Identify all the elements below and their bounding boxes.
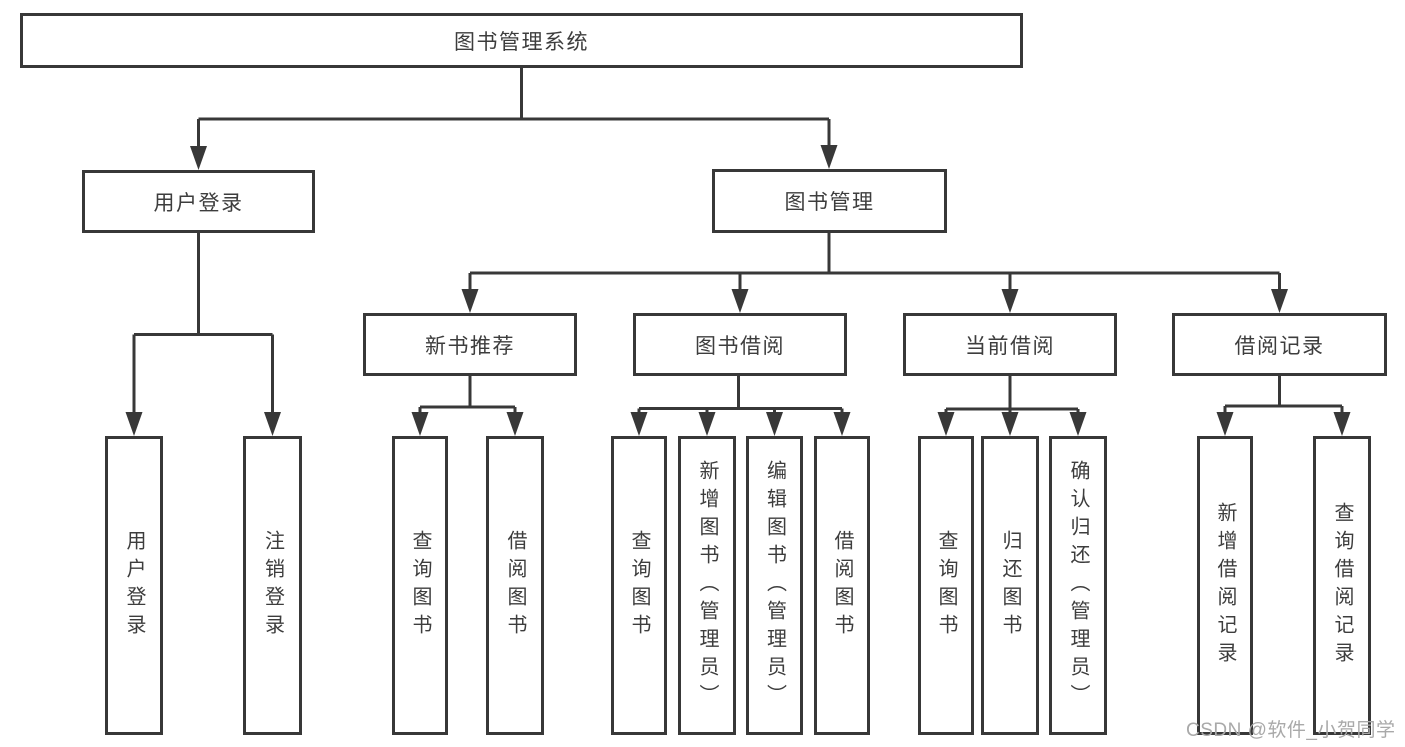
leaf-edit-books-admin: 编辑图书（管理员） xyxy=(746,436,803,735)
arrowhead-icon xyxy=(1271,289,1288,313)
node-label: 图书管理 xyxy=(784,191,875,214)
node-new-book-recommendation: 新书推荐 xyxy=(363,313,577,376)
leaf-label: 注销登录 xyxy=(261,529,284,642)
node-borrowing-records: 借阅记录 xyxy=(1172,313,1387,376)
arrowhead-icon xyxy=(264,412,281,436)
arrowhead-icon xyxy=(1001,412,1019,436)
leaf-borrow-books: 借阅图书 xyxy=(814,436,870,735)
connector-user-login xyxy=(132,233,274,418)
leaf-label: 查询图书 xyxy=(935,529,957,642)
leaf-add-books-admin: 新增图书（管理员） xyxy=(678,436,736,735)
connector-root xyxy=(197,68,831,152)
connector-book-borrowing xyxy=(637,376,844,418)
arrowhead-icon xyxy=(820,145,838,169)
arrowhead-icon xyxy=(506,412,524,436)
leaf-add-borrow-record: 新增借阅记录 xyxy=(1197,436,1253,735)
arrowhead-icon xyxy=(411,412,429,436)
arrowhead-icon xyxy=(937,412,955,436)
leaf-label: 查询图书 xyxy=(628,529,650,642)
leaf-return-books: 归还图书 xyxy=(981,436,1039,735)
leaf-label: 新增借阅记录 xyxy=(1214,501,1236,670)
leaf-query-borrow-record: 查询借阅记录 xyxy=(1313,436,1371,735)
node-label: 当前借阅 xyxy=(965,334,1055,358)
arrowhead-icon xyxy=(731,289,749,313)
leaf-label: 查询借阅记录 xyxy=(1331,501,1353,670)
leaf-query-books-recommend: 查询图书 xyxy=(392,436,448,735)
leaf-label: 确认归还（管理员） xyxy=(1067,459,1089,712)
node-label: 图书管理系统 xyxy=(454,30,589,54)
leaf-borrow-books-recommend: 借阅图书 xyxy=(486,436,544,735)
leaf-logout: 注销登录 xyxy=(243,436,302,735)
node-book-management: 图书管理 xyxy=(712,169,947,233)
arrowhead-icon xyxy=(698,412,716,436)
arrowhead-icon xyxy=(1216,412,1234,436)
connector-borrowing-records xyxy=(1223,376,1344,418)
node-label: 借阅记录 xyxy=(1234,334,1325,358)
leaf-label: 借阅图书 xyxy=(504,529,526,642)
leaf-user-login: 用户登录 xyxy=(105,436,163,735)
arrowhead-icon xyxy=(766,412,783,436)
leaf-label: 查询图书 xyxy=(409,529,431,642)
leaf-query-books-borrowing: 查询图书 xyxy=(611,436,667,735)
leaf-query-books-current: 查询图书 xyxy=(918,436,974,735)
connector-book-management xyxy=(468,233,1281,295)
arrowhead-icon xyxy=(190,146,207,170)
arrowhead-icon xyxy=(125,412,143,436)
node-label: 用户登录 xyxy=(153,191,244,215)
leaf-label: 用户登录 xyxy=(123,529,145,642)
arrowhead-icon xyxy=(461,289,479,313)
node-label: 图书借阅 xyxy=(695,334,785,358)
connector-new-book xyxy=(418,376,517,418)
arrowhead-icon xyxy=(630,412,648,436)
node-current-borrowing: 当前借阅 xyxy=(903,313,1117,376)
node-label: 新书推荐 xyxy=(425,334,515,358)
arrowheads xyxy=(125,145,1351,436)
leaf-label: 新增图书（管理员） xyxy=(696,459,718,712)
node-book-borrowing: 图书借阅 xyxy=(633,313,847,376)
leaf-label: 编辑图书（管理员） xyxy=(763,459,786,712)
csdn-watermark: CSDN @软件_小贺同学 xyxy=(1186,720,1396,741)
arrowhead-icon xyxy=(1069,412,1087,436)
leaf-label: 借阅图书 xyxy=(831,529,853,642)
connector-current-borrowing xyxy=(944,376,1080,418)
arrowhead-icon xyxy=(1001,289,1019,313)
node-library-management-system: 图书管理系统 xyxy=(20,13,1023,68)
arrowhead-icon xyxy=(833,412,851,436)
arrowhead-icon xyxy=(1333,412,1351,436)
leaf-label: 归还图书 xyxy=(999,529,1021,642)
node-user-login: 用户登录 xyxy=(82,170,315,233)
leaf-confirm-return-admin: 确认归还（管理员） xyxy=(1049,436,1107,735)
